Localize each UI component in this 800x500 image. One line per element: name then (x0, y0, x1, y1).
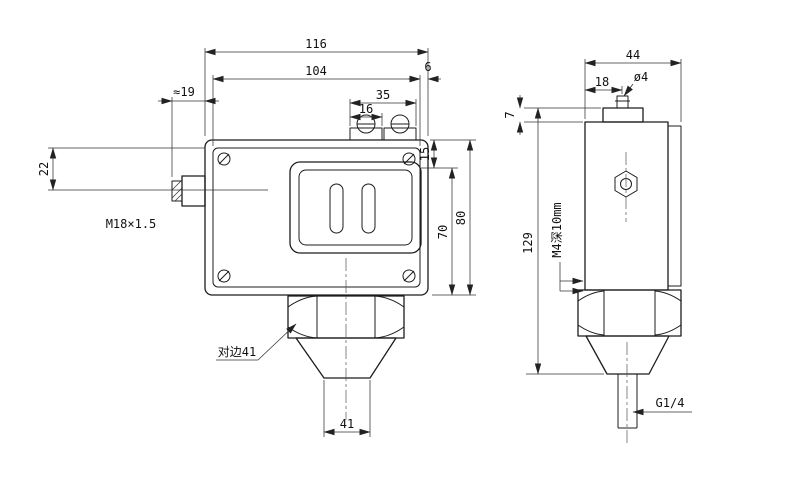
dim-side-total-width: 44 (626, 48, 640, 62)
dim-front-edge-offset: 6 (424, 60, 431, 74)
front-dimensions: 116 104 6 35 16 ≈19 22 M18×1.5 15 70 80 … (37, 37, 476, 437)
side-view (577, 95, 682, 446)
hex-chamfer (287, 326, 318, 339)
dim-front-top-inset: 15 (418, 147, 432, 161)
screw-icon (402, 269, 416, 283)
hex-chamfer (654, 290, 682, 302)
front-body-outline (204, 139, 429, 296)
hex-chamfer (374, 295, 405, 308)
screw-icon (402, 152, 416, 166)
dim-front-terminal-width: 16 (359, 102, 373, 116)
cone-front (295, 337, 397, 379)
screw-slot (218, 153, 230, 165)
connector-body (181, 175, 206, 207)
dim-front-connector-length: ≈19 (173, 85, 195, 99)
dim-front-body-width: 104 (305, 64, 327, 78)
dim-front-bottom-width: 41 (340, 417, 354, 431)
top-terminals (349, 114, 417, 141)
label-front-thread: M18×1.5 (106, 217, 157, 231)
screw-slot (403, 270, 415, 282)
screw-slot (218, 270, 230, 282)
hex-chamfer (374, 326, 405, 339)
screw-icon (217, 269, 231, 283)
side-cover-plate (667, 125, 682, 287)
dim-side-cap-height: 7 (503, 111, 517, 118)
corner-screws (217, 152, 416, 283)
hex-chamfer (577, 324, 605, 336)
screw-icon (217, 152, 231, 166)
dim-front-window-height: 70 (436, 225, 450, 239)
pressure-connector (171, 175, 206, 207)
hatch-line (171, 187, 183, 199)
side-body (584, 121, 669, 291)
label-side-mount-hole: M4深10mm (550, 202, 564, 257)
cone-side (585, 335, 670, 375)
switch-window (289, 161, 422, 254)
window-outer (289, 161, 422, 254)
dim-front-total-width: 116 (305, 37, 327, 51)
hex-chamfer (577, 290, 605, 302)
hatch-line (171, 180, 182, 191)
label-side-bottom-thread: G1/4 (656, 396, 685, 410)
face-hex-bolt (614, 152, 638, 222)
dim-side-total-height: 129 (521, 232, 535, 254)
side-adjust-screw (616, 95, 629, 109)
front-view (171, 114, 429, 420)
dim-front-connector-height: 22 (37, 162, 51, 176)
label-side-screw-dia: ø4 (634, 70, 648, 84)
label-front-hex-flats: 对边41 (218, 345, 256, 359)
connector-tip (171, 180, 183, 202)
dim-front-body-height: 80 (454, 211, 468, 225)
front-body-inner (212, 147, 421, 288)
terminal-base-right (383, 127, 417, 141)
hex-chamfer (287, 295, 318, 308)
side-dimensions: 44 18 ø4 7 129 M4深10mm G1/4 (503, 48, 692, 416)
dim-front-terminal-span: 35 (376, 88, 390, 102)
front-bottom-fitting (287, 258, 405, 420)
hatch-line (174, 193, 183, 202)
hex-nut-side (577, 289, 682, 337)
window-slot-left (329, 183, 344, 234)
window-slot-right (361, 183, 376, 234)
terminal-base-left (349, 127, 383, 141)
side-cap (602, 107, 644, 123)
window-inner (298, 169, 413, 246)
hex-chamfer (654, 324, 682, 336)
dim-side-cap-offset: 18 (595, 75, 609, 89)
side-bottom-fitting (577, 289, 682, 446)
